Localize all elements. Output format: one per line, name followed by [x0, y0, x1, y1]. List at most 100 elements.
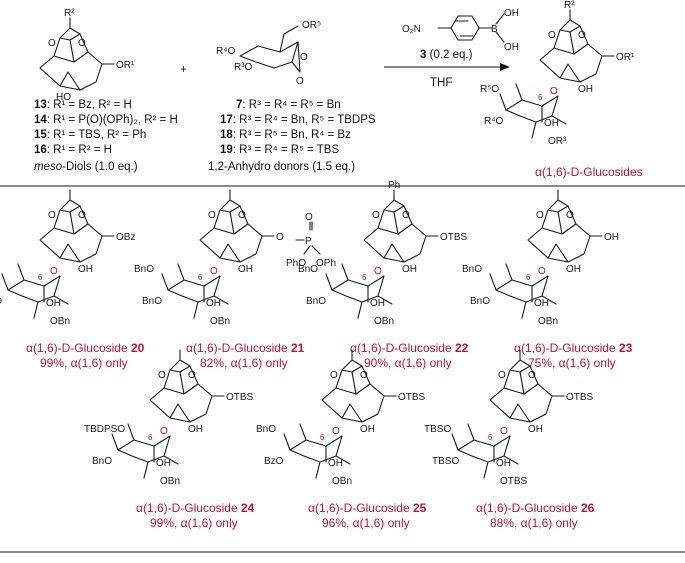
atom-c3-substituent: OTBS	[500, 476, 528, 487]
donor-label-7: 7: R³ = R⁴ = R⁵ = Bn	[236, 99, 341, 111]
atom-c6-substituent: BnO	[134, 264, 154, 275]
atom-c6-substituent: TBSO	[424, 424, 451, 435]
atom-oh: OH	[566, 264, 581, 275]
atom-o-double: O	[305, 212, 313, 223]
product-caption: α(1,6)-D-Glucoside 21	[186, 341, 305, 355]
atom-ph-left: PhO	[286, 258, 306, 269]
product-yield: 75%, α(1,6) only	[528, 356, 616, 370]
catalyst-text: 3 (0.2 eq.)	[420, 49, 473, 61]
atom-o-epoxide: O	[296, 76, 304, 87]
product-yield: 82%, α(1,6) only	[200, 356, 288, 370]
atom-or1: OR¹	[116, 60, 135, 71]
atom-c3-substituent: OBn	[332, 476, 352, 487]
atom-p: P	[305, 236, 312, 247]
atom-c6-substituent: TBDPSO	[84, 424, 125, 435]
atom-o-ring: O	[300, 52, 308, 63]
boron-oh-top: OH	[504, 8, 519, 19]
atom-ho: HO	[56, 92, 71, 103]
atom-o-glycosidic: O	[50, 266, 58, 277]
meso-diol-structure: R² O O OR¹ HO	[39, 8, 135, 103]
atom-c4-substituent: BnO	[142, 296, 162, 307]
atom-c3-substituent: OBn	[50, 316, 70, 327]
position-six: 6	[320, 433, 325, 442]
atom-r4o: R⁴O	[216, 46, 236, 57]
atom-oh-chair: OH	[46, 298, 61, 309]
atom-o-glycosidic: O	[332, 426, 340, 437]
atom-substituent: OTBS	[226, 392, 254, 403]
diol-caption: meso-Diols (1.0 eq.)	[34, 161, 138, 173]
plus-sign: +	[180, 64, 187, 76]
atom-oh-chair: OH	[156, 458, 171, 469]
donor-label-17: 17: R³ = R⁴ = Bn, R⁵ = TBDPS	[220, 114, 376, 126]
position-six: 6	[38, 273, 43, 282]
product-caption: α(1,6)-D-Glucoside 26	[476, 501, 595, 515]
atom-oh-chair: OH	[370, 298, 385, 309]
product-yield: 99%, α(1,6) only	[150, 516, 238, 530]
boron-atom: B	[491, 24, 498, 35]
atom-c3-substituent: OBn	[160, 476, 180, 487]
atom-o-cage-p2: O	[578, 30, 586, 41]
donor-label-18: 18: R³ = R⁵ = Bn, R⁴ = Bz	[220, 129, 351, 141]
atom-o-cage-a: O	[536, 210, 544, 221]
atom-o-cage-b: O	[238, 210, 246, 221]
diol-label-list: 13: R¹ = Bz, R² = H 14: R¹ = P(O)(OPh)₂,…	[34, 99, 178, 173]
atom-o-glycosidic: O	[550, 86, 558, 97]
atom-oh-product: OH	[578, 84, 593, 95]
anhydro-donor-structure: OR⁵ R⁴O R³O O O	[216, 20, 321, 87]
atom-substituent-o: O	[276, 232, 284, 243]
glucose-chair: TBSO OH TBSO OTBS	[424, 423, 528, 487]
product-20: OOOBzOHO6BnOOHBnOOBnα(1,6)-D-Glucoside 2…	[0, 189, 145, 370]
atom-o-cage-a: O	[498, 370, 506, 381]
atom-o-cage-b: O	[402, 210, 410, 221]
atom-c6-substituent: BnO	[462, 264, 482, 275]
position-six: 6	[148, 433, 153, 442]
diol-label-13: 13: R¹ = Bz, R² = H	[34, 99, 132, 111]
product-yield: 88%, α(1,6) only	[490, 516, 578, 530]
atom-o-glycosidic: O	[500, 426, 508, 437]
atom-substituent: OH	[604, 232, 619, 243]
atom-o-cage-a: O	[372, 210, 380, 221]
atom-oh: OH	[188, 424, 203, 435]
atom-oh-chair: OH	[206, 298, 221, 309]
glucose-chair: BnO OH BnO OBn	[134, 263, 230, 327]
atom-o-cage-b: O	[528, 370, 536, 381]
atom-o-glycosidic: O	[374, 266, 382, 277]
boron-oh-bottom: OH	[504, 42, 519, 53]
product-yield: 96%, α(1,6) only	[322, 516, 410, 530]
atom-substituent: OBz	[116, 232, 135, 243]
atom-substituent: OTBS	[566, 392, 594, 403]
atom-c4-substituent: BzO	[264, 456, 284, 467]
atom-c4-substituent: BnO	[0, 296, 2, 307]
atom-c3-substituent: OBn	[210, 316, 230, 327]
atom-oh-chair: OH	[328, 458, 343, 469]
generic-product-chair: R⁵O OH R⁴O OR³	[480, 83, 567, 147]
atom-r5o: R⁵O	[480, 84, 499, 95]
atom-oh-chair: OH	[496, 458, 511, 469]
atom-r2: R²	[64, 8, 75, 19]
atom-r3o: R³O	[234, 62, 253, 73]
atom-substituent: OTBS	[398, 392, 426, 403]
solvent-text: THF	[430, 77, 452, 89]
atom-o-cage-b: O	[360, 370, 368, 381]
product-caption: α(1,6)-D-Glucosides	[535, 165, 643, 179]
atom-o-cage-a: O	[158, 370, 166, 381]
atom-or3-chair: OR³	[548, 136, 567, 147]
atom-substituent: OTBS	[440, 232, 468, 243]
atom-c4-substituent: TBSO	[432, 456, 459, 467]
phosphate-group: P O PhO OPh	[286, 212, 336, 269]
generic-product-structure: R² O O OR¹ OH O 6	[538, 0, 635, 102]
atom-c4-substituent: BnO	[470, 296, 490, 307]
diol-label-14: 14: R¹ = P(O)(OPh)₂, R² = H	[34, 114, 178, 126]
product-yield: 90%, α(1,6) only	[364, 356, 452, 370]
atom-o-cage-a: O	[208, 210, 216, 221]
product-caption: α(1,6)-D-Glucoside 23	[514, 341, 633, 355]
atom-ph-top: Ph	[388, 180, 400, 191]
atom-oh: OH	[238, 264, 253, 275]
atom-o-cage-2: O	[78, 38, 86, 49]
